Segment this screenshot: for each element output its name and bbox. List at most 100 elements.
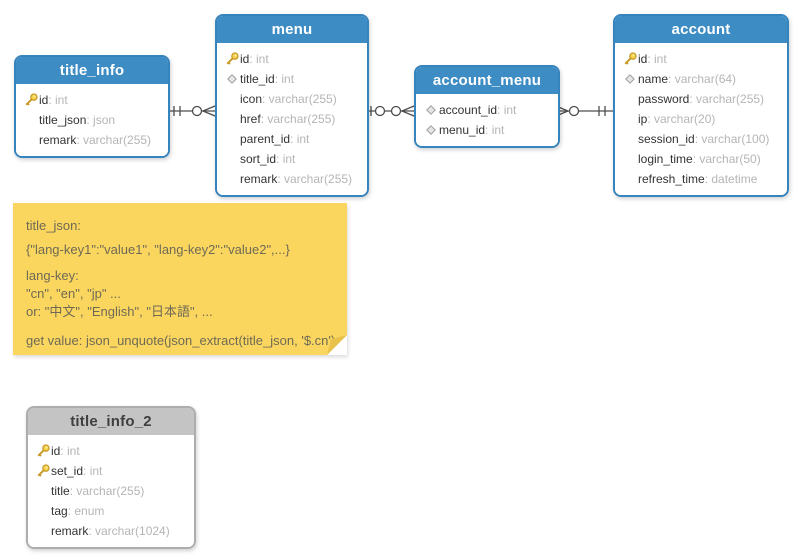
field-type: : varchar(50) (692, 152, 761, 166)
field-row[interactable]: remark: varchar(255) (22, 130, 164, 150)
table-title[interactable]: title_info (16, 57, 168, 84)
field-row[interactable]: title_json: json (22, 110, 164, 130)
diamond-icon (422, 105, 439, 115)
field-name: remark (51, 524, 89, 538)
field-type: : int (485, 123, 505, 137)
field-row[interactable]: password: varchar(255) (621, 89, 783, 109)
field-row[interactable]: session_id: varchar(100) (621, 129, 783, 149)
field-row[interactable]: tag: enum (34, 501, 190, 521)
field-row[interactable]: id: int (621, 49, 783, 69)
field-name: href (240, 112, 261, 126)
field-row[interactable]: ip: varchar(20) (621, 109, 783, 129)
field-type: : int (290, 132, 310, 146)
field-row[interactable]: parent_id: int (223, 129, 363, 149)
field-row[interactable]: href: varchar(255) (223, 109, 363, 129)
diamond-icon (223, 74, 240, 84)
field-name: remark (240, 172, 278, 186)
field-name: id (638, 52, 648, 66)
field-name: password (638, 92, 690, 106)
relationship-menu-to-account_menu[interactable] (365, 105, 415, 117)
field-name: set_id (51, 464, 84, 478)
field-name: account_id (439, 103, 498, 117)
field-type: : varchar(64) (668, 72, 737, 86)
field-row[interactable]: account_id: int (422, 100, 554, 120)
field-name: refresh_time (638, 172, 705, 186)
relationship-account_menu-to-account[interactable] (555, 105, 613, 117)
key-icon (621, 52, 638, 66)
note-line: lang-key: (26, 268, 79, 283)
field-row[interactable]: menu_id: int (422, 120, 554, 140)
field-row[interactable]: refresh_time: datetime (621, 169, 783, 189)
field-type: : varchar(255) (689, 92, 765, 106)
field-row[interactable]: title_id: int (223, 69, 363, 89)
field-row[interactable]: id: int (223, 49, 363, 69)
note-line: "cn", "en", "jp" ... (26, 286, 121, 301)
field-name: menu_id (439, 123, 486, 137)
field-name: name (638, 72, 669, 86)
field-name: session_id (638, 132, 695, 146)
field-type: : varchar(255) (69, 484, 145, 498)
field-row[interactable]: name: varchar(64) (621, 69, 783, 89)
field-row[interactable]: icon: varchar(255) (223, 89, 363, 109)
field-name: ip (638, 112, 648, 126)
field-type: : enum (67, 504, 105, 518)
field-row[interactable]: sort_id: int (223, 149, 363, 169)
field-type: : varchar(100) (694, 132, 770, 146)
field-row[interactable]: remark: varchar(1024) (34, 521, 190, 541)
field-type: : varchar(255) (277, 172, 353, 186)
field-type: : int (48, 93, 68, 107)
field-name: id (39, 93, 49, 107)
diamond-icon (422, 125, 439, 135)
note-line: or: "中文", "English", "日本語", ... (26, 304, 213, 319)
table-title[interactable]: account (615, 16, 787, 43)
note-fold-corner-icon (327, 335, 347, 355)
field-name: tag (51, 504, 68, 518)
field-type: : varchar(255) (76, 133, 152, 147)
field-name: id (240, 52, 250, 66)
field-row[interactable]: title: varchar(255) (34, 481, 190, 501)
note-line: title_json: (26, 218, 81, 233)
field-type: : int (83, 464, 103, 478)
field-row[interactable]: login_time: varchar(50) (621, 149, 783, 169)
field-type: : int (274, 72, 295, 86)
key-icon (22, 93, 39, 107)
table-title[interactable]: menu (217, 16, 367, 43)
field-type: : varchar(255) (262, 92, 337, 106)
field-type: : int (276, 152, 296, 166)
field-name: remark (39, 133, 77, 147)
field-row[interactable]: id: int (22, 90, 164, 110)
note-line: get value: json_unquote(json_extract(tit… (26, 333, 336, 348)
relationship-title_info-to-menu[interactable] (166, 105, 216, 117)
table-title[interactable]: account_menu (416, 67, 558, 94)
field-name: title_id (240, 72, 275, 86)
field-type: : varchar(20) (647, 112, 716, 126)
field-name: title_json (39, 113, 87, 127)
field-type: : varchar(1024) (88, 524, 170, 538)
diamond-icon (621, 74, 638, 84)
table-title[interactable]: title_info_2 (28, 408, 194, 435)
field-row[interactable]: set_id: int (34, 461, 190, 481)
field-name: parent_id (240, 132, 291, 146)
field-row[interactable]: id: int (34, 441, 190, 461)
sticky-note[interactable]: title_json: {"lang-key1":"value1", "lang-… (13, 203, 347, 355)
field-type: : varchar(255) (260, 112, 336, 126)
field-name: id (51, 444, 61, 458)
field-type: : int (249, 52, 269, 66)
field-type: : int (60, 444, 80, 458)
key-icon (34, 464, 51, 478)
key-icon (223, 52, 240, 66)
field-row[interactable]: remark: varchar(255) (223, 169, 363, 189)
note-line: {"lang-key1":"value1", "lang-key2":"valu… (26, 242, 290, 257)
